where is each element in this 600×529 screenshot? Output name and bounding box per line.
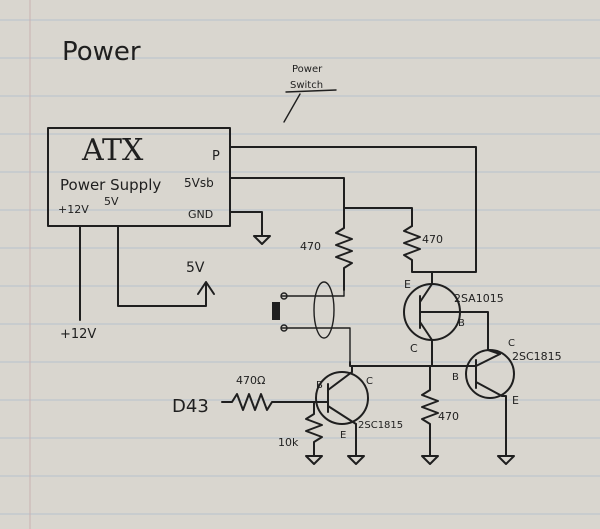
npn-right-part-label: 2SC1815 <box>512 350 562 363</box>
npn-left-b-label: B <box>316 380 323 391</box>
npn-right-c-label: C <box>508 338 515 349</box>
switch-contact-bottom <box>280 324 288 332</box>
npn-right-emitter-wire <box>501 395 507 457</box>
ground-symbol-atx <box>253 235 271 245</box>
5v-arrow <box>197 281 215 295</box>
power-switch-label-2: Switch <box>290 80 323 91</box>
power-switch-wire <box>229 146 477 273</box>
switch-contact-top <box>280 292 288 300</box>
pnp-b-label: B <box>458 318 465 329</box>
gnd-wire <box>229 211 263 237</box>
collector-node-wire <box>349 361 471 367</box>
resistor-470-right-label: 470 <box>422 233 443 246</box>
resistor-10k-label: 10k <box>278 436 299 449</box>
pin-p-label: P <box>212 149 220 164</box>
ground-symbol-left <box>347 455 365 465</box>
pnp-e-label: E <box>404 278 411 291</box>
transistor-2sc1815-right <box>465 349 515 399</box>
resistor-470-pulldown <box>421 365 439 457</box>
page-title: Power <box>62 37 141 67</box>
signal-input-label: D43 <box>172 396 209 417</box>
atx-title: ATX <box>81 133 144 168</box>
resistor-10k <box>305 401 323 457</box>
resistor-470-left <box>335 207 353 291</box>
12v-output-label: +12V <box>60 327 96 342</box>
5vsb-branch-wire <box>343 207 413 227</box>
ground-symbol-right <box>497 455 515 465</box>
pnp-part-label: 2SA1015 <box>454 292 504 305</box>
transistor-2sc1815-left <box>315 371 369 425</box>
resistor-470-input-label: 470Ω <box>236 374 265 387</box>
pin-12v-label: +12V <box>58 203 89 216</box>
ground-symbol-middle <box>421 455 439 465</box>
resistor-470-left-label: 470 <box>300 240 321 253</box>
pin-gnd-label: GND <box>188 208 213 221</box>
5v-output-label: 5V <box>186 260 205 276</box>
pin-5vsb-label: 5Vsb <box>184 176 214 190</box>
pnp-base-wire <box>455 311 489 351</box>
switch-cable-bundle <box>313 281 335 339</box>
power-switch-label-1: Power <box>292 64 323 75</box>
5vsb-wire <box>229 177 345 209</box>
ground-symbol-10k <box>305 455 323 465</box>
npn-left-e-label: E <box>340 430 346 441</box>
push-button[interactable] <box>272 302 280 320</box>
pnp-c-label: C <box>410 342 418 355</box>
power-switch-pointer <box>283 93 301 123</box>
npn-right-b-label: B <box>452 372 459 383</box>
npn-right-e-label: E <box>512 394 519 407</box>
atx-subtitle: Power Supply <box>60 176 161 194</box>
npn-left-part-label: 2SC1815 <box>358 420 403 431</box>
pin-5v-label: 5V <box>104 195 119 208</box>
resistor-470-input <box>221 393 329 411</box>
5v-wire <box>117 225 207 307</box>
power-switch-underline <box>285 89 337 93</box>
npn-left-c-label: C <box>366 376 373 387</box>
resistor-470-right <box>403 225 433 285</box>
switch-wire-bottom <box>281 327 351 363</box>
resistor-470-pulldown-label: 470 <box>438 410 459 423</box>
